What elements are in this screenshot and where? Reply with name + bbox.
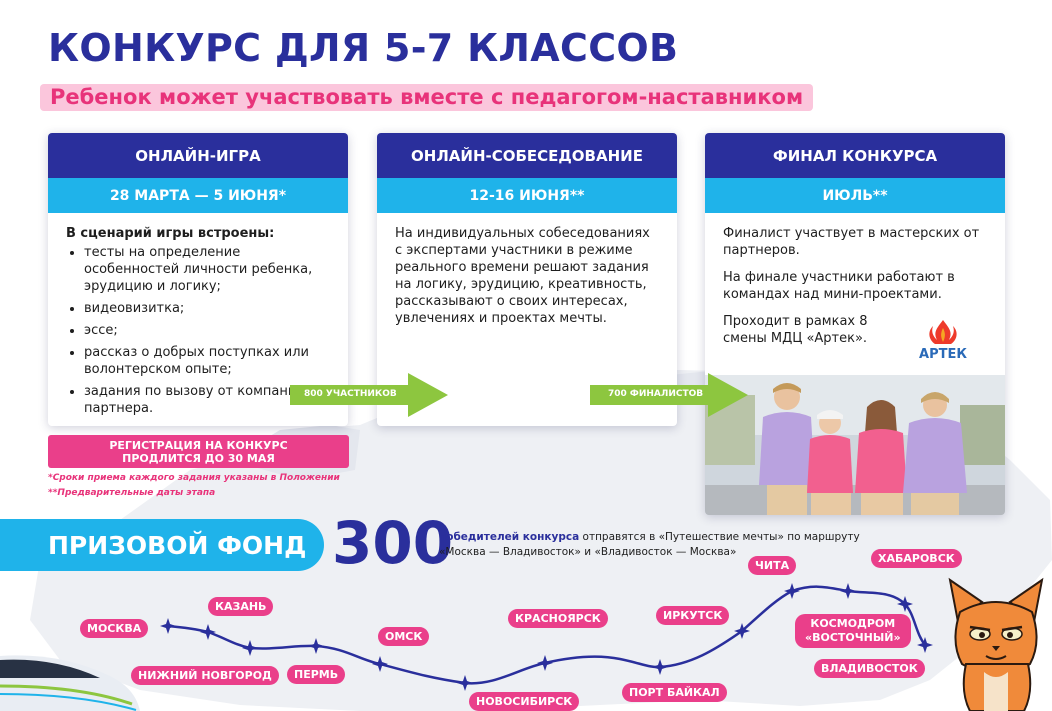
prize-fund-banner: ПРИЗОВОЙ ФОНД [0,519,324,571]
stage-paragraph: Проходит в рамках 8 смены МДЦ «Артек». [723,314,868,346]
city-label-kazan: КАЗАНЬ [208,597,274,616]
city-label-nizhny-novgorod: НИЖНИЙ НОВГОРОД [131,666,279,685]
city-label-irkutsk: ИРКУТСК [656,606,730,625]
star-kosmodrom [840,583,856,599]
city-label-perm: ПЕРМЬ [287,665,346,684]
stage-title: ОНЛАЙН-СОБЕСЕДОВАНИЕ [377,133,677,178]
star-irkutsk [734,623,750,639]
train-illustration [0,655,140,711]
prize-description-rest: отправятся в «Путешествие мечты» по марш… [579,531,860,543]
arrow-shape [290,373,448,417]
star-port-baikal [652,659,668,675]
city-label-novosibirsk: НОВОСИБИРСК [469,692,580,711]
stage-title: ОНЛАЙН-ИГРА [48,133,348,178]
arrow-finalists: 700 ФИНАЛИСТОВ [590,373,748,417]
star-vladivostok [917,637,933,653]
stage-title: ФИНАЛ КОНКУРСА [705,133,1005,178]
prize-description-line2: «Москва — Владивосток» и «Владивосток — … [439,546,737,558]
list-item: эссе; [84,322,332,339]
stage-paragraph: Финалист участвует в мастерских от партн… [723,226,980,258]
arrow-participants: 800 УЧАСТНИКОВ [290,373,448,417]
star-perm [308,638,324,654]
list-item: видеовизитка; [84,300,332,317]
arrow-label: 800 УЧАСТНИКОВ [304,389,397,399]
stage-body: В сценарий игры встроены: тесты на опред… [48,213,348,417]
list-item: тесты на определение особенностей личнос… [84,244,332,295]
city-label-kosmodrom-vostochny: КОСМОДРОМ «ВОСТОЧНЫЙ» [795,614,911,648]
stage-date: 28 МАРТА — 5 ИЮНЯ* [48,178,348,213]
registration-line-2: ПРОДЛИТСЯ ДО 30 МАЯ [122,451,275,465]
registration-line-1: РЕГИСТРАЦИЯ НА КОНКУРС [109,438,288,452]
footnote-2: **Предварительные даты этапа [48,488,216,498]
stage-card-online-interview: ОНЛАЙН-СОБЕСЕДОВАНИЕ 12-16 ИЮНЯ** На инд… [377,133,677,426]
city-label-vladivostok: ВЛАДИВОСТОК [814,659,925,678]
arrow-shape [590,373,748,417]
city-label-krasnoyarsk: КРАСНОЯРСК [508,609,608,628]
city-label-chita: ЧИТА [748,556,797,575]
cat-mascot-illustration [948,577,1044,711]
prize-description: победителей конкурса отправятся в «Путеш… [439,530,860,560]
city-label-kosmodrom-line-1: КОСМОДРОМ [810,617,896,630]
star-nizhny [242,640,258,656]
city-label-port-baikal: ПОРТ БАЙКАЛ [622,683,727,702]
footnote-1: *Сроки приема каждого задания указаны в … [48,473,340,483]
city-label-omsk: ОМСК [378,627,430,646]
page-title: КОНКУРС ДЛЯ 5-7 КЛАССОВ [48,26,679,70]
star-moscow [160,618,176,634]
route-stars [160,583,933,691]
stage-text: На индивидуальных собеседованиях с экспе… [395,226,650,326]
city-label-kosmodrom-line-2: «ВОСТОЧНЫЙ» [805,631,901,644]
stage-body: На индивидуальных собеседованиях с экспе… [377,213,677,327]
stage-body: Финалист участвует в мастерских от партн… [705,213,1005,347]
artek-logo: АРТЕК [919,320,967,360]
stage-paragraph: На финале участники работают в командах … [723,270,955,302]
finalists-photo [705,375,1005,515]
artek-logo-text: АРТЕК [919,347,967,360]
stage-intro: В сценарий игры встроены: [66,226,275,241]
list-item: задания по вызову от компании-партнера. [84,383,332,417]
arrow-label: 700 ФИНАЛИСТОВ [608,389,704,399]
city-label-khabarovsk: ХАБАРОВСК [871,549,962,568]
prize-winners-count: 300 [332,509,454,577]
star-krasnoyarsk [537,655,553,671]
stage-date: ИЮЛЬ** [705,178,1005,213]
star-omsk [372,656,388,672]
star-novosibirsk [457,675,473,691]
stage-items-list: тесты на определение особенностей личнос… [66,244,332,417]
star-chita [784,583,800,599]
city-label-moscow: МОСКВА [80,619,149,638]
list-item: рассказ о добрых поступках или волонтерс… [84,344,332,378]
page-subtitle: Ребенок может участвовать вместе с педаг… [40,84,814,111]
registration-banner: РЕГИСТРАЦИЯ НА КОНКУРС ПРОДЛИТСЯ ДО 30 М… [48,435,349,468]
stage-card-online-game: ОНЛАЙН-ИГРА 28 МАРТА — 5 ИЮНЯ* В сценари… [48,133,348,426]
star-kazan [200,624,216,640]
prize-description-strong: победителей конкурса [439,531,580,543]
stage-date: 12-16 ИЮНЯ** [377,178,677,213]
star-khabarovsk [897,596,913,612]
